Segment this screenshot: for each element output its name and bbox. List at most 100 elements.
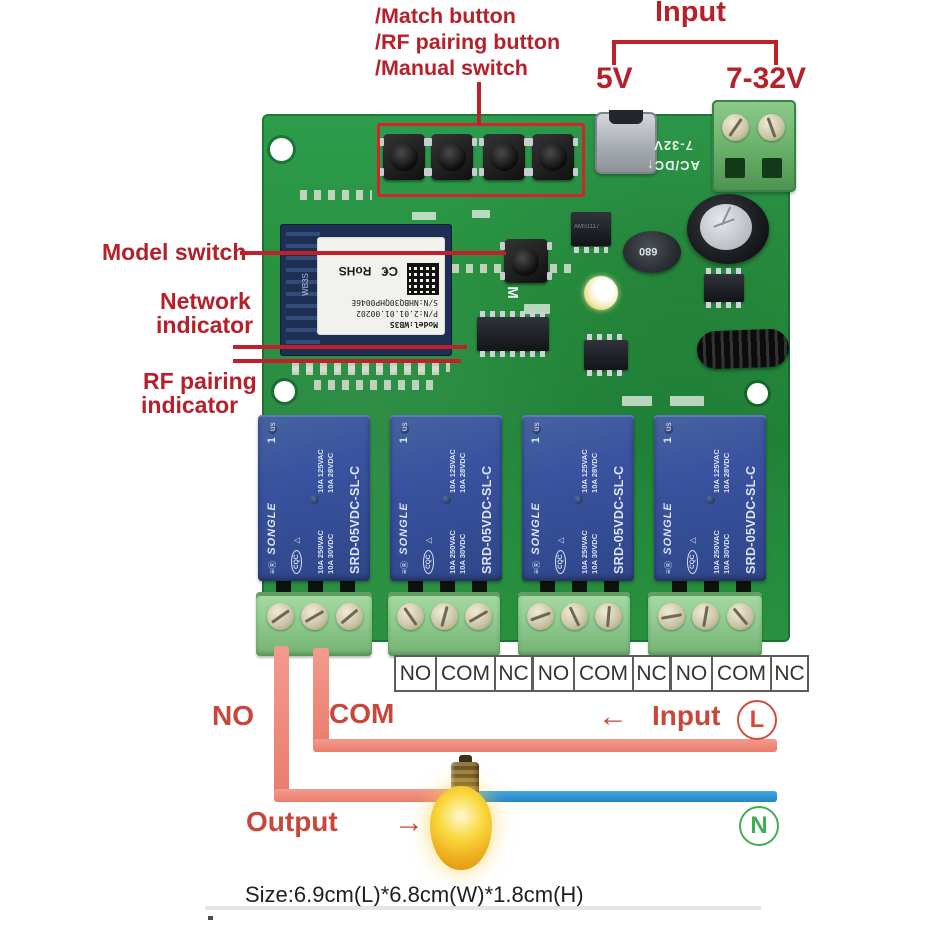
relay-rating: 10A 28VDC xyxy=(721,452,731,493)
relay-rating: 10A 28VDC xyxy=(325,452,335,493)
relay-rating: 10A 30VDC xyxy=(589,533,599,574)
rf-antenna-coil xyxy=(696,328,790,370)
input-bracket-left xyxy=(612,40,616,65)
input-bracket xyxy=(612,40,778,44)
annotation-com: COM xyxy=(329,698,395,729)
qr-code xyxy=(407,262,439,295)
mode-button xyxy=(500,239,552,283)
terminal-hole xyxy=(725,158,745,178)
relay-reg-marks: ≡Ⓡ xyxy=(399,560,409,574)
module-side-label: WB3S xyxy=(300,273,310,296)
silkscreen-mark xyxy=(670,396,704,406)
neutral-wire-badge: N xyxy=(739,806,779,846)
ic-legs xyxy=(706,302,742,308)
cqc-mark: CQC xyxy=(423,549,435,574)
relay-reg-marks: ≡Ⓡ xyxy=(267,560,277,574)
label-com: COM xyxy=(573,655,634,692)
relay-rating: 10A 250VAC xyxy=(579,530,589,574)
terminal-hole xyxy=(762,158,782,178)
solder-pads xyxy=(314,380,434,390)
ic-legs xyxy=(587,370,625,376)
relay-vent xyxy=(572,580,587,593)
annotation-rf-2: indicator xyxy=(141,392,239,418)
pointer-line-rf xyxy=(233,359,461,363)
label-com: COM xyxy=(435,655,496,692)
triangle-mark: △ xyxy=(688,537,698,544)
voltage-regulator: AMS1117 xyxy=(571,212,611,246)
live-letter: L xyxy=(749,706,765,733)
annotation-network-2: indicator xyxy=(156,312,254,338)
silkscreen-mark xyxy=(622,396,652,406)
wire-live-input xyxy=(313,739,777,752)
mounting-hole xyxy=(747,383,768,404)
regulator-legs xyxy=(574,247,608,253)
relay-vent xyxy=(472,580,487,593)
ic-legs xyxy=(587,334,625,340)
pointer-line-model-switch xyxy=(240,251,506,255)
relay-vent xyxy=(736,580,751,593)
relay-reg-marks: ≡Ⓡ xyxy=(531,560,541,574)
input-bracket-right xyxy=(774,40,778,65)
relay3-contact-labels: NO COM NC xyxy=(532,655,671,692)
terminal-screw xyxy=(722,114,749,141)
ic-legs xyxy=(480,351,546,357)
triangle-mark: △ xyxy=(424,537,434,544)
relay-ul: us xyxy=(663,422,673,432)
ic-soic8 xyxy=(704,274,744,302)
triangle-mark: △ xyxy=(556,537,566,544)
arrow-right-icon: → xyxy=(394,806,424,839)
annotation-match-button: /Match button xyxy=(375,4,516,28)
annotation-manual-switch: /Manual switch xyxy=(375,56,528,80)
solder-pads xyxy=(382,264,572,273)
annotation-output: Output xyxy=(246,806,338,837)
ce-mark: C€ xyxy=(381,263,398,279)
micro-usb-port xyxy=(595,110,657,174)
relay-ul: us xyxy=(531,422,541,432)
capacitor xyxy=(687,194,769,264)
relay-reg-marks: ≡Ⓡ xyxy=(663,560,673,574)
annotation-network-1: Network xyxy=(160,288,251,314)
relay-model: SRD-05VDC-SL-C xyxy=(479,465,494,574)
relay-vent xyxy=(408,580,423,593)
wire-neutral xyxy=(468,791,777,802)
module-model: Model:WB3S xyxy=(389,320,438,329)
relay-rating: 10A 28VDC xyxy=(457,452,467,493)
bulb-tip xyxy=(459,755,472,764)
solder-pads xyxy=(300,190,372,200)
relay-brand: SONGLE xyxy=(398,502,410,555)
light-bulb xyxy=(430,786,492,870)
mounting-hole xyxy=(270,138,293,161)
wire-output xyxy=(274,789,456,802)
relay-vent xyxy=(340,580,355,593)
output-terminal-1 xyxy=(256,592,372,656)
annotation-rf-pairing: /RF pairing button xyxy=(375,30,561,54)
label-no: NO xyxy=(532,655,575,692)
cqc-mark: CQC xyxy=(687,549,699,574)
match-button-2 xyxy=(427,134,477,180)
usb-opening xyxy=(609,110,643,124)
regulator-label: AMS1117 xyxy=(574,224,600,230)
relay-rating: 10A 250VAC xyxy=(315,530,325,574)
output-terminal-4 xyxy=(648,592,762,656)
relay-brand: SONGLE xyxy=(530,502,542,555)
annotation-5v: 5V xyxy=(596,62,633,95)
wire-com-vertical xyxy=(313,648,329,748)
annotation-model-switch: Model switch xyxy=(102,239,247,265)
mounting-hole xyxy=(274,381,295,402)
annotation-no: NO xyxy=(212,700,254,731)
silkscreen-acdc: AC/DC↑ xyxy=(646,158,700,173)
module-pn: P/N:2.01.01.00202 xyxy=(356,309,438,319)
bottom-shadow-line xyxy=(205,906,761,910)
relay-ul: us xyxy=(267,422,277,432)
label-no: NO xyxy=(394,655,437,692)
pointer-line-network xyxy=(233,345,467,349)
arrow-left-icon: ← xyxy=(598,700,628,733)
relay-brand: SONGLE xyxy=(662,502,674,555)
relay-vent xyxy=(540,580,555,593)
label-nc: NC xyxy=(770,655,809,692)
buttons-highlight-box xyxy=(377,123,585,197)
pointer-line-buttons xyxy=(477,82,481,125)
wire-no-vertical xyxy=(274,646,289,798)
